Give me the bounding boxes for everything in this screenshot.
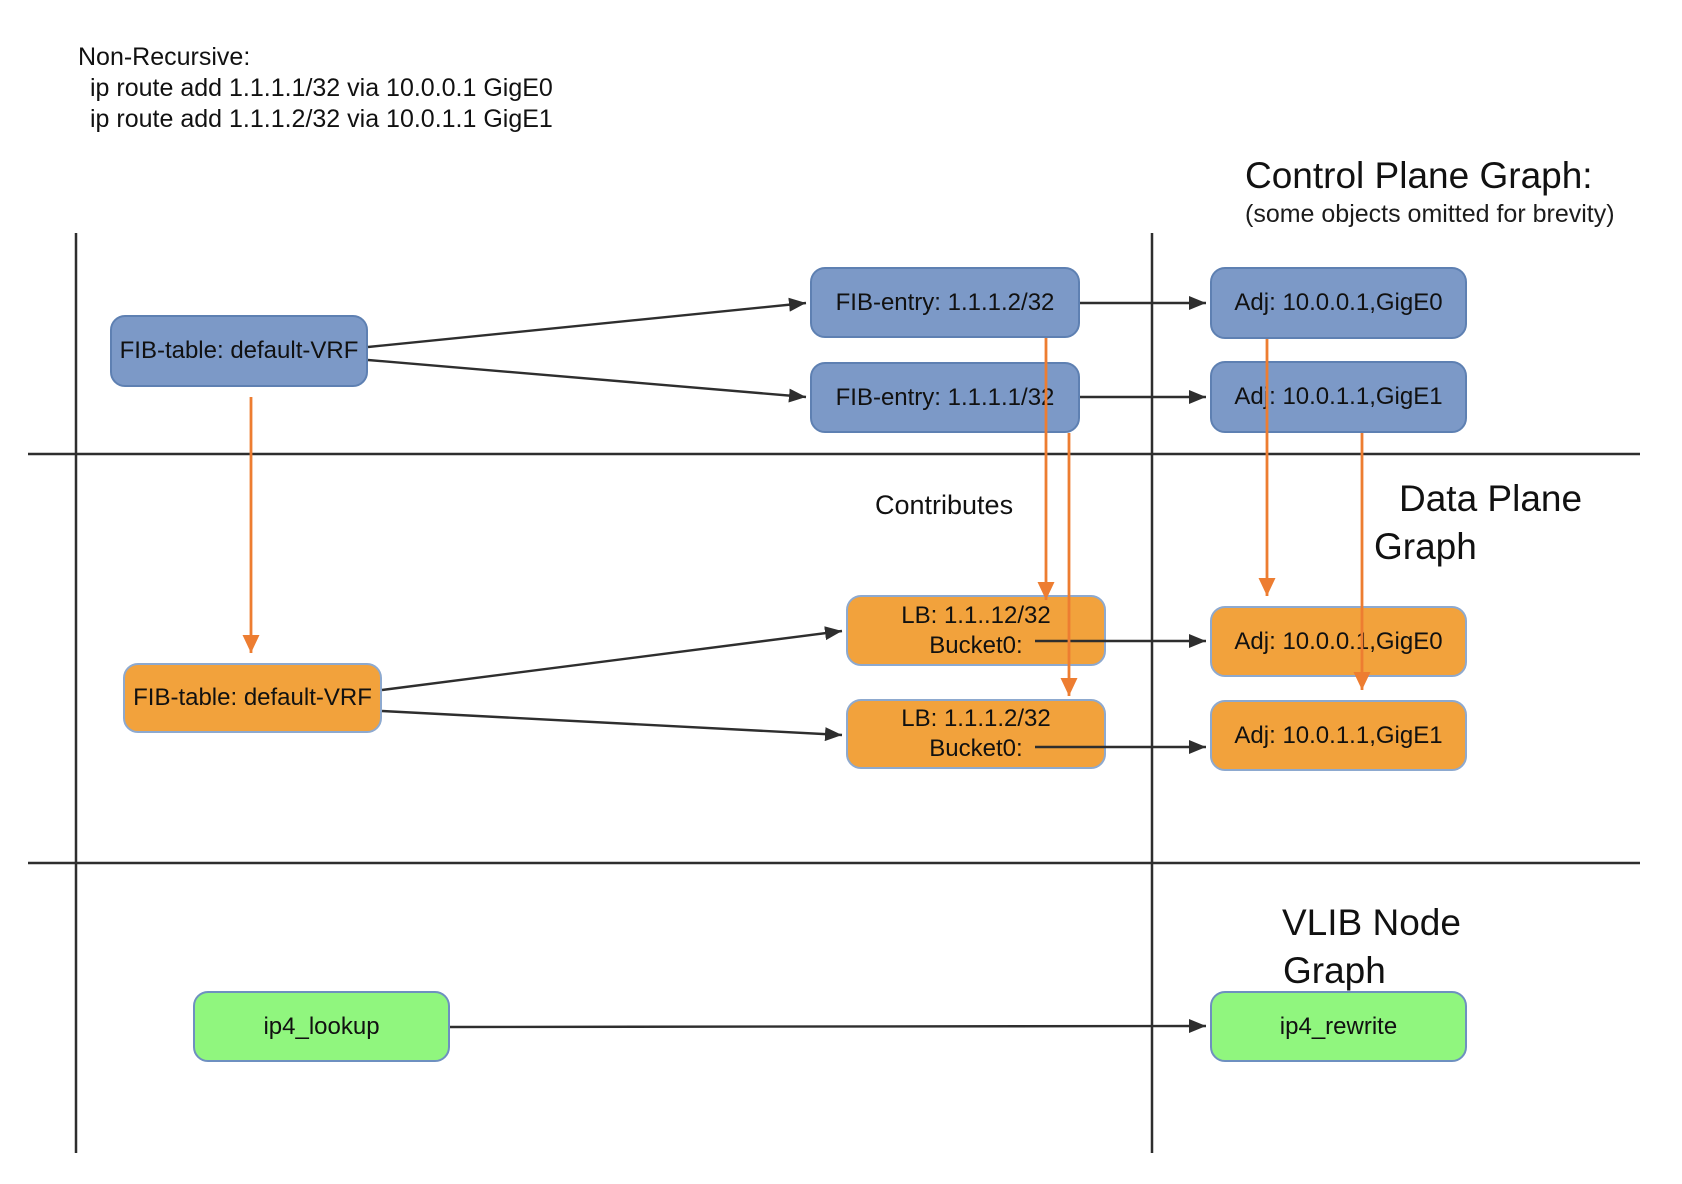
node-label: LB: 1.1..12/32 [901, 601, 1051, 629]
route-command-2: ip route add 1.1.1.2/32 via 10.0.1.1 Gig… [90, 105, 553, 133]
node-label: Adj: 10.0.1.1,GigE1 [1234, 721, 1443, 749]
node-label: FIB-entry: 1.1.1.1/32 [835, 383, 1055, 411]
node-dp-lb2: LB: 1.1.1.2/32 Bucket0: [846, 699, 1106, 769]
vlib-title-line1: VLIB Node [1282, 902, 1461, 943]
node-cp-adj-gige1: Adj: 10.0.1.1,GigE1 [1210, 361, 1467, 433]
node-label-bucket: Bucket0: [929, 735, 1023, 762]
node-cp-fib-entry-1-1-1-2: FIB-entry: 1.1.1.2/32 [810, 267, 1080, 338]
node-label: ip4_lookup [263, 1012, 380, 1040]
node-label: ip4_rewrite [1279, 1012, 1398, 1040]
node-cp-fib-entry-1-1-1-1: FIB-entry: 1.1.1.1/32 [810, 362, 1080, 433]
route-config-block: Non-Recursive: ip route add 1.1.1.1/32 v… [78, 42, 553, 135]
node-label: FIB-table: default-VRF [119, 337, 359, 364]
control-plane-subtitle: (some objects omitted for brevity) [1245, 200, 1615, 228]
node-dp-fib-table: FIB-table: default-VRF [123, 663, 382, 733]
data-plane-title-line2: Graph [1374, 526, 1477, 567]
node-dp-lb1: LB: 1.1..12/32 Bucket0: [846, 595, 1106, 666]
node-label: FIB-entry: 1.1.1.2/32 [835, 288, 1055, 316]
node-label: LB: 1.1.1.2/32 [901, 705, 1051, 732]
vlib-title-line2: Graph [1283, 950, 1386, 991]
node-label: Adj: 10.0.0.1,GigE0 [1234, 289, 1443, 316]
contributes-label: Contributes [875, 490, 1014, 520]
node-label-bucket: Bucket0: [929, 631, 1023, 659]
node-label: Adj: 10.0.0.1,GigE0 [1234, 627, 1443, 655]
wire-cp-fibtable-to-fibentry1 [367, 358, 807, 403]
node-label: FIB-table: default-VRF [133, 684, 372, 711]
node-dp-adj-gige0: Adj: 10.0.0.1,GigE0 [1210, 606, 1467, 677]
node-cp-fib-table: FIB-table: default-VRF [110, 315, 368, 387]
route-config-title: Non-Recursive: [78, 43, 251, 71]
node-vlib-ip4-lookup: ip4_lookup [193, 991, 450, 1062]
node-vlib-ip4-rewrite: ip4_rewrite [1210, 991, 1467, 1062]
wire-dp-fibtable-to-lb2 [381, 709, 843, 742]
control-plane-title: Control Plane Graph: [1245, 155, 1593, 196]
data-plane-title-line1: Data Plane [1399, 478, 1583, 519]
node-label: Adj: 10.0.1.1,GigE1 [1234, 383, 1443, 410]
node-cp-adj-gige0: Adj: 10.0.0.1,GigE0 [1210, 267, 1467, 339]
wire-cp-fibtable-to-fibentry2 [367, 297, 807, 349]
wire-dp-fibtable-to-lb1 [381, 626, 843, 692]
route-command-1: ip route add 1.1.1.1/32 via 10.0.0.1 Gig… [90, 74, 553, 102]
node-dp-adj-gige1: Adj: 10.0.1.1,GigE1 [1210, 700, 1467, 771]
wire-ip4lookup-to-ip4rewrite [449, 1019, 1207, 1034]
